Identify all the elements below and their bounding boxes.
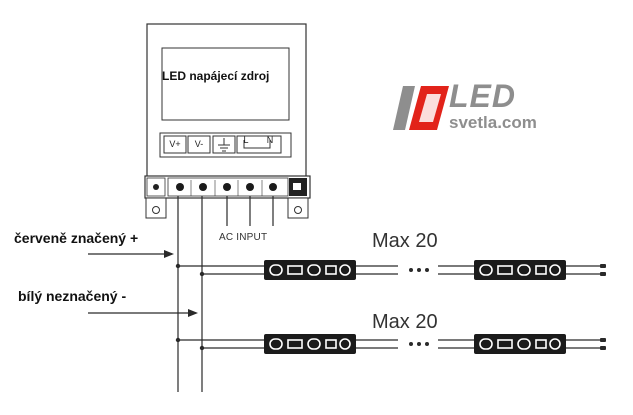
terminal-n-label: N [266,135,274,145]
white-wire-label: bílý neznačený - [18,288,127,304]
terminal-l-label: L [243,135,249,145]
led-modules [264,260,566,354]
string-1-max-label: Max 20 [372,230,438,252]
terminal-vminus-label: V- [194,139,204,149]
ac-input-label: AC INPUT [219,232,268,243]
wires [88,196,604,392]
led-module [474,260,566,280]
logo-mark-icon [393,86,449,130]
ledsvetla-logo: LED svetla.com [393,78,578,136]
ground-icon [218,138,230,152]
led-module [264,260,356,280]
ellipsis-dots [409,268,429,346]
power-supply-label: LED napájecí zdroj [162,69,270,83]
logo-text-site: svetla.com [449,113,537,132]
junction-dots [175,263,205,351]
red-wire-label: červeně značený + [14,230,139,246]
string-2-max-label: Max 20 [372,311,438,333]
terminal-screws [167,177,289,197]
led-module [264,334,356,354]
power-supply [144,23,311,219]
arrow-icons [164,250,198,317]
terminal-vplus-label: V+ [169,139,181,149]
logo-text-led: LED [449,78,516,114]
wire-ends [600,264,606,350]
led-module [474,334,566,354]
